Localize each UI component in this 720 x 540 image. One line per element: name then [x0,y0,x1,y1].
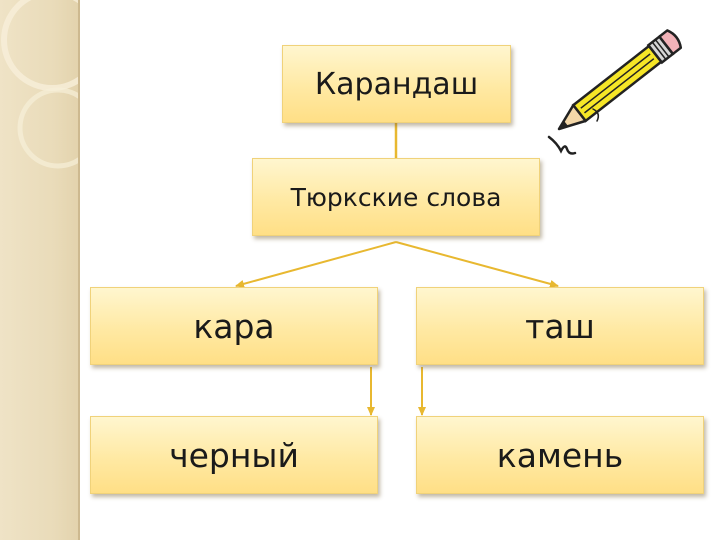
arrow-group-kara [235,241,397,288]
arrow-group-tash [395,241,559,288]
decorative-side-panel [0,0,78,540]
part-word-box-kara: кара [90,287,378,365]
root-word-box: Карандаш [282,45,511,123]
root-word-label: Карандаш [314,66,479,102]
meaning-box-cherny: черный [90,416,378,494]
part-word-box-tash: таш [416,287,704,365]
group-label: Тюркские слова [290,182,502,212]
group-box: Тюркские слова [252,158,540,236]
decorative-circles [1,0,78,169]
pencil-icon [547,29,683,155]
meaning-label: черный [169,435,299,475]
side-panel-border [78,0,80,540]
meaning-label: камень [496,435,624,475]
part-word-label: таш [525,306,595,346]
meaning-box-kamen: камень [416,416,704,494]
part-word-label: кара [193,306,275,346]
